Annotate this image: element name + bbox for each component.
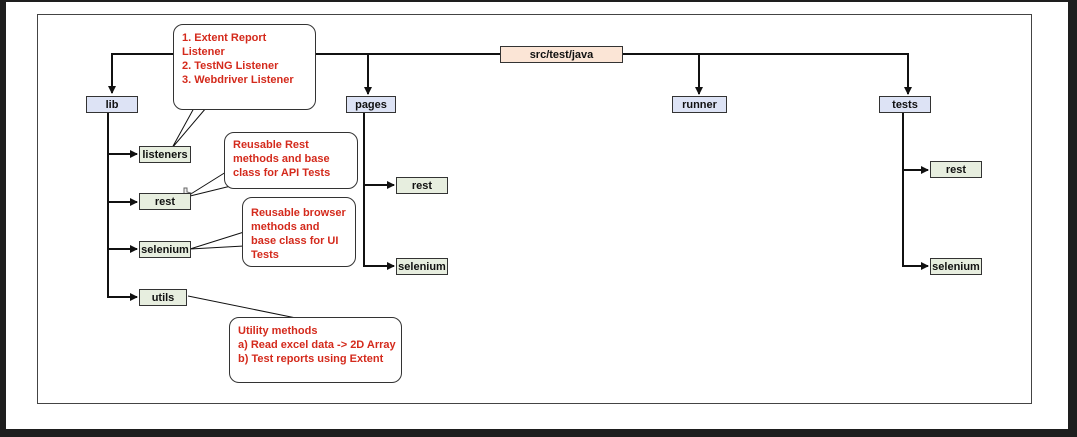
pages-rest: rest xyxy=(396,177,448,194)
callout-utils-line-2: a) Read excel data -> 2D Array xyxy=(238,339,396,351)
callout-utils-line-3: b) Test reports using Extent xyxy=(238,353,384,365)
pages-selenium: selenium xyxy=(396,258,448,275)
lib-selenium: selenium xyxy=(139,241,191,258)
folder-runner: runner xyxy=(672,96,727,113)
callout-pointer-utils xyxy=(187,295,297,319)
callout-selenium: Reusable browser methods and base class … xyxy=(242,197,356,267)
callout-utils-line-1: Utility methods xyxy=(238,325,318,337)
tests-selenium: selenium xyxy=(930,258,982,275)
lib-rest: rest xyxy=(139,193,191,210)
callout-selenium-text: Reusable browser methods and base class … xyxy=(251,207,346,261)
callout-listeners-line-4: 3. Webdriver Listener xyxy=(182,74,294,86)
diagram-frame xyxy=(37,14,1032,404)
callout-rest-text: Reusable Rest methods and base class for… xyxy=(233,139,331,179)
callout-pointer-selenium xyxy=(189,231,245,250)
connector-root-lib xyxy=(108,53,500,94)
callout-listeners: 1. Extent Report Listener 2. TestNG List… xyxy=(173,24,316,110)
connector-root-tests xyxy=(622,53,912,95)
callout-utils: Utility methods a) Read excel data -> 2D… xyxy=(229,317,402,383)
folder-tests: tests xyxy=(879,96,931,113)
callout-listeners-line-2: Listener xyxy=(182,46,225,58)
callout-pointer-listeners xyxy=(171,107,207,149)
lib-utils: utils xyxy=(139,289,187,306)
callout-listeners-line-1: 1. Extent Report xyxy=(182,32,267,44)
folder-lib: lib xyxy=(86,96,138,113)
callout-listeners-line-3: 2. TestNG Listener xyxy=(182,60,279,72)
root-node: src/test/java xyxy=(500,46,623,63)
callout-rest: Reusable Rest methods and base class for… xyxy=(224,132,358,189)
lib-listeners: listeners xyxy=(139,146,191,163)
folder-pages: pages xyxy=(346,96,396,113)
tests-rest: rest xyxy=(930,161,982,178)
